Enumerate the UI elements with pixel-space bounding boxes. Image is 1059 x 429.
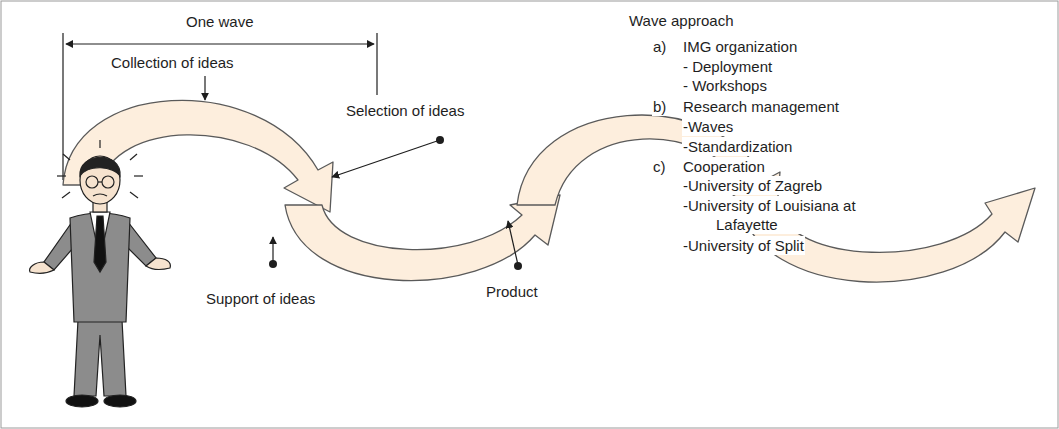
leader-lines [205,76,518,265]
list-subitem: -Waves [682,117,734,136]
callout-label: Collection of ideas [110,53,235,72]
list-subitem: - Deployment [682,57,773,76]
wave-arrows [63,100,1035,282]
callout-label: Product [485,282,539,301]
list-subitem: -University of Split [682,236,805,255]
confused-man [30,140,171,407]
list-subitem: -Standardization [682,137,793,156]
dimension-label: One wave [185,12,255,31]
list-item: Cooperation [682,157,766,176]
list-heading: Wave approach [628,11,735,30]
list-item: IMG organization [682,37,798,56]
list-subitem: - Workshops [682,76,768,95]
list-marker: a) [652,37,667,56]
list-subitem: -University of Zagreb [682,176,823,195]
list-subitem: -University of Louisiana at Lafayette [682,196,895,234]
callout-label: Selection of ideas [345,101,465,120]
list-item: Research management [682,97,840,116]
callout-label: Support of ideas [205,289,316,308]
leader-dots [269,136,522,270]
list-marker: c) [652,157,667,176]
list-marker: b) [652,97,667,116]
